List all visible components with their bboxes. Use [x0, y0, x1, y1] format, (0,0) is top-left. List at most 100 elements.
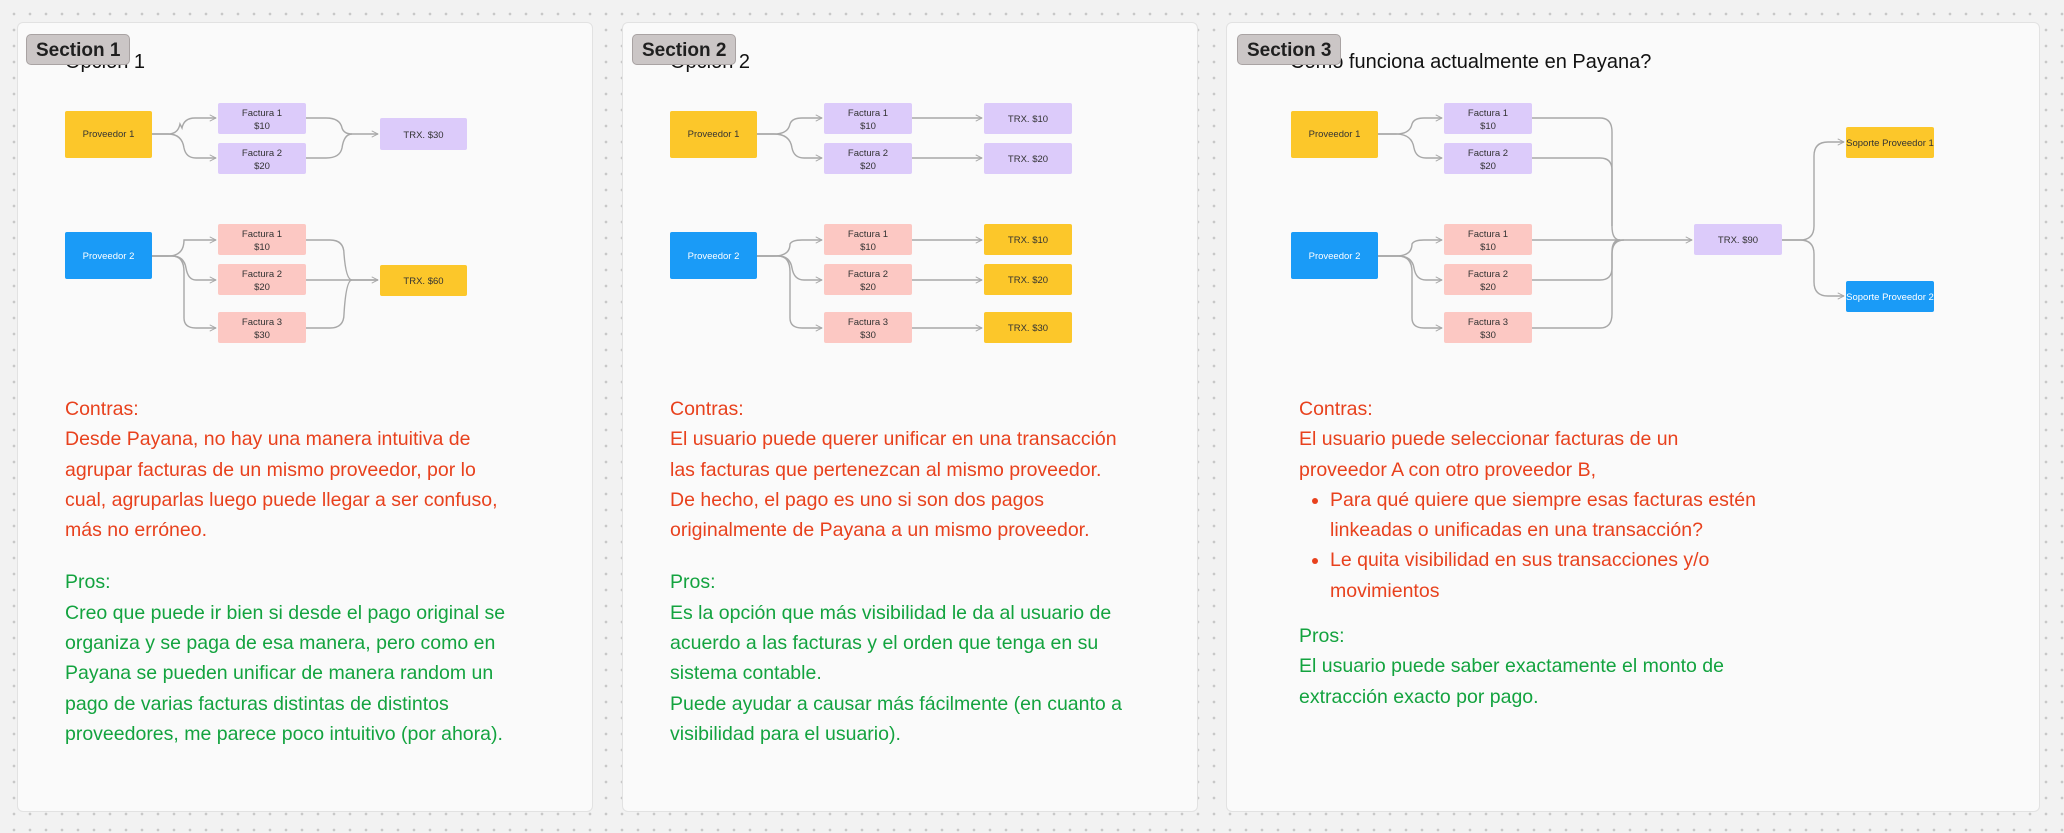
contras-line: las facturas que pertenezcan al mismo pr… — [670, 458, 1102, 481]
section-3-title: Cómo funciona actualmente en Payana? — [1290, 51, 1652, 73]
s2-trx-4-node[interactable]: TRX. $20 — [984, 264, 1072, 295]
contras-line: más no erróneo. — [65, 519, 207, 542]
svg-text:Factura 1: Factura 1 — [848, 108, 888, 119]
contras-label: Contras: — [1299, 398, 1373, 420]
svg-text:TRX. $10: TRX. $10 — [1008, 235, 1048, 246]
pros-label: Pros: — [670, 571, 716, 594]
pros-line: sistema contable. — [670, 662, 822, 685]
svg-text:Proveedor 2: Proveedor 2 — [688, 251, 740, 262]
pros-line: Creo que puede ir bien si desde el pago … — [65, 601, 506, 624]
s1-trx-2-node[interactable]: TRX. $60 — [380, 265, 467, 296]
s2-trx-5-node[interactable]: TRX. $30 — [984, 312, 1072, 343]
s2-provider-1-node[interactable]: Proveedor 1 — [670, 111, 757, 158]
svg-text:$10: $10 — [254, 242, 270, 253]
s3-support-1-node[interactable]: Soporte Proveedor 1 — [1846, 127, 1934, 158]
svg-text:$10: $10 — [860, 121, 876, 132]
s2-invoice-2-node[interactable]: Factura 2 $20 — [824, 143, 912, 174]
s1-invoice-4-node[interactable]: Factura 2 $20 — [218, 264, 306, 295]
pros-line: organiza y se paga de esa manera, pero c… — [65, 632, 496, 655]
bullet-line: linkeadas o unificadas en una transacció… — [1330, 519, 1703, 542]
contras-label: Contras: — [670, 398, 744, 420]
svg-text:TRX. $30: TRX. $30 — [1008, 323, 1048, 334]
s3-invoice-1-node[interactable]: Factura 1 $10 — [1444, 103, 1532, 134]
s1-invoice-1-node[interactable]: Factura 1 $10 — [218, 103, 306, 134]
pros-line: Es la opción que más visibilidad le da a… — [670, 601, 1112, 624]
svg-text:TRX. $30: TRX. $30 — [403, 130, 443, 141]
svg-text:Factura 1: Factura 1 — [1468, 229, 1508, 240]
bullet-line: movimientos — [1330, 579, 1440, 602]
s3-invoice-4-node[interactable]: Factura 2 $20 — [1444, 264, 1532, 295]
s1-provider-1-node[interactable]: Proveedor 1 — [65, 111, 152, 158]
s2-trx-1-node[interactable]: TRX. $10 — [984, 103, 1072, 134]
svg-text:Factura 3: Factura 3 — [848, 317, 888, 328]
svg-text:Factura 2: Factura 2 — [242, 269, 282, 280]
contras-line: Desde Payana, no hay una manera intuitiv… — [65, 428, 471, 451]
section-2-connectors — [757, 118, 982, 328]
svg-text:Factura 2: Factura 2 — [1468, 148, 1508, 159]
section-1-connectors — [152, 118, 378, 328]
s1-invoice-2-node[interactable]: Factura 2 $20 — [218, 143, 306, 174]
section-2-badge[interactable]: Section 2 — [632, 34, 737, 65]
s3-invoice-5-node[interactable]: Factura 3 $30 — [1444, 312, 1532, 343]
svg-text:Soporte Proveedor 2: Soporte Proveedor 2 — [1846, 292, 1934, 303]
svg-text:TRX. $60: TRX. $60 — [403, 276, 443, 287]
s3-provider-1-node[interactable]: Proveedor 1 — [1291, 111, 1378, 158]
s2-trx-2-node[interactable]: TRX. $20 — [984, 143, 1072, 174]
svg-text:$30: $30 — [254, 330, 270, 341]
contras-bullet-list: Para qué quiere que siempre esas factura… — [1299, 485, 1859, 606]
svg-text:$20: $20 — [254, 161, 270, 172]
contras-line: cual, agruparlas luego puede llegar a se… — [65, 488, 498, 511]
section-3-badge[interactable]: Section 3 — [1237, 34, 1342, 65]
s3-invoice-3-node[interactable]: Factura 1 $10 — [1444, 224, 1532, 255]
s1-trx-1-node[interactable]: TRX. $30 — [380, 118, 467, 150]
section-1-badge[interactable]: Section 1 — [26, 34, 131, 65]
svg-text:Factura 2: Factura 2 — [242, 148, 282, 159]
contras-line: agrupar facturas de un mismo proveedor, … — [65, 458, 476, 481]
svg-text:Soporte Proveedor 1: Soporte Proveedor 1 — [1846, 138, 1934, 149]
section-2-notes: Contras: El usuario puede querer unifica… — [670, 394, 1190, 749]
pros-line: El usuario puede saber exactamente el mo… — [1299, 655, 1724, 678]
s1-provider-2-node[interactable]: Proveedor 2 — [65, 232, 152, 279]
svg-text:Factura 2: Factura 2 — [848, 269, 888, 280]
s2-invoice-1-node[interactable]: Factura 1 $10 — [824, 103, 912, 134]
svg-text:$20: $20 — [1480, 282, 1496, 293]
bullet-line: Para qué quiere que siempre esas factura… — [1330, 488, 1757, 511]
svg-text:Factura 3: Factura 3 — [1468, 317, 1508, 328]
s2-trx-3-node[interactable]: TRX. $10 — [984, 224, 1072, 255]
contras-label: Contras: — [65, 398, 139, 420]
s2-invoice-5-node[interactable]: Factura 3 $30 — [824, 312, 912, 343]
contras-bullet: Le quita visibilidad en sus transaccione… — [1330, 545, 1859, 606]
pros-line: Puede ayudar a causar más fácilmente (en… — [670, 692, 1123, 715]
svg-text:$30: $30 — [1480, 330, 1496, 341]
svg-text:Factura 1: Factura 1 — [848, 229, 888, 240]
s3-support-2-node[interactable]: Soporte Proveedor 2 — [1846, 281, 1934, 312]
svg-text:TRX. $10: TRX. $10 — [1008, 114, 1048, 125]
svg-text:Proveedor 2: Proveedor 2 — [1309, 251, 1361, 262]
s2-invoice-4-node[interactable]: Factura 2 $20 — [824, 264, 912, 295]
section-3-notes: Contras: El usuario puede seleccionar fa… — [1299, 394, 1859, 712]
svg-text:$10: $10 — [860, 242, 876, 253]
s2-invoice-3-node[interactable]: Factura 1 $10 — [824, 224, 912, 255]
section-1-notes: Contras: Desde Payana, no hay una manera… — [65, 394, 585, 749]
pros-line: proveedores, me parece poco intuitivo (p… — [65, 722, 503, 745]
s1-invoice-3-node[interactable]: Factura 1 $10 — [218, 224, 306, 255]
svg-text:$30: $30 — [860, 330, 876, 341]
contras-line: De hecho, el pago es uno si son dos pago… — [670, 488, 1045, 511]
svg-text:Factura 3: Factura 3 — [242, 317, 282, 328]
s3-invoice-2-node[interactable]: Factura 2 $20 — [1444, 143, 1532, 174]
svg-text:$20: $20 — [860, 161, 876, 172]
svg-text:$10: $10 — [1480, 121, 1496, 132]
pros-label: Pros: — [65, 571, 111, 594]
pros-line: acuerdo a las facturas y el orden que te… — [670, 632, 1099, 655]
svg-text:$10: $10 — [1480, 242, 1496, 253]
s2-provider-2-node[interactable]: Proveedor 2 — [670, 232, 757, 279]
svg-text:Factura 2: Factura 2 — [1468, 269, 1508, 280]
contras-line: El usuario puede seleccionar facturas de… — [1299, 428, 1679, 451]
svg-text:Factura 1: Factura 1 — [242, 108, 282, 119]
s3-provider-2-node[interactable]: Proveedor 2 — [1291, 232, 1378, 279]
svg-text:Proveedor 1: Proveedor 1 — [1309, 129, 1361, 140]
svg-text:TRX. $20: TRX. $20 — [1008, 275, 1048, 286]
s3-trx-node[interactable]: TRX. $90 — [1694, 224, 1782, 255]
s1-invoice-5-node[interactable]: Factura 3 $30 — [218, 312, 306, 343]
pros-line: Payana se pueden unificar de manera rand… — [65, 662, 494, 685]
